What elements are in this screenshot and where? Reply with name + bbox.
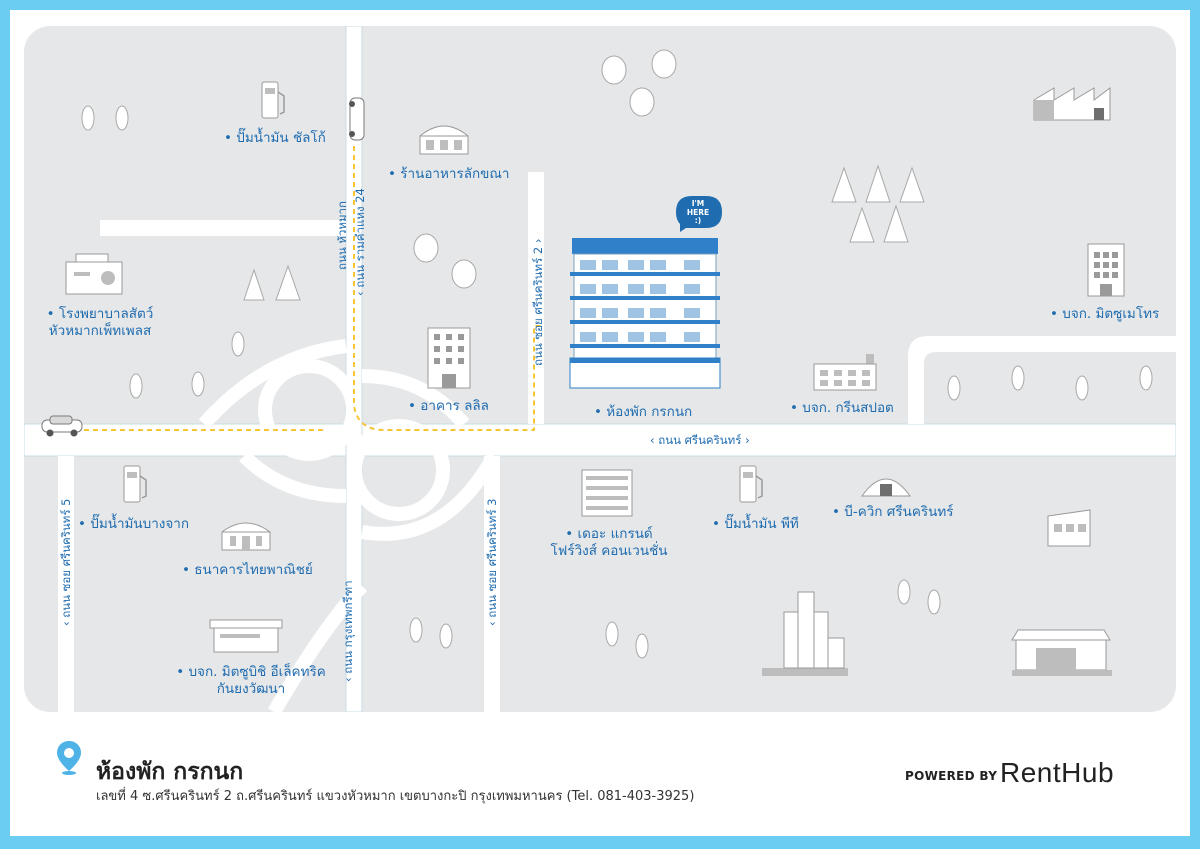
car-icon (349, 97, 365, 141)
road-label-krungthep-kritha: ‹ ถนน กรุงเทพกรีฑา (341, 580, 355, 682)
footer-title: ห้องพัก กรกนก (96, 759, 244, 785)
location-pin-icon (57, 741, 81, 775)
car-icon (41, 415, 83, 437)
ramp-nw (198, 339, 347, 429)
label-dormitory: • ห้องพัก กรกนก (594, 404, 693, 420)
gas-pump-icon (123, 465, 147, 503)
label-bquik: • บี-ควิก ศรีนครินทร์ (832, 504, 954, 520)
label-mitsumotors: • บจก. มิตซูเมโทร (1050, 306, 1160, 322)
gas-pump-icon (261, 81, 285, 119)
road-label-soi2: ถนน ซอย ศรีนครินทร์ 2 › (531, 238, 545, 367)
interchange-loop-se (348, 419, 450, 521)
ramp-ne (361, 369, 470, 429)
factory-icon (813, 354, 877, 391)
restaurant-icon (419, 125, 469, 155)
map-area: • ปั๊มน้ำมัน ชัลโก้ • ร้านอาหารลักขณา • … (24, 26, 1176, 712)
powered-by-label: POWERED BY (905, 769, 998, 783)
gas-pump-icon (739, 465, 763, 503)
ramp-sw (239, 450, 347, 503)
renthub-logo[interactable]: RentHub (1000, 757, 1115, 788)
skyscrapers-icon (762, 591, 848, 676)
tower-building-icon (1087, 243, 1125, 297)
road-label-huamak: ถนน หัวหมาก (335, 201, 349, 270)
ramp-se (360, 452, 501, 541)
ramp-s (267, 581, 368, 712)
road-right-branch (908, 336, 1176, 424)
route-soi2 (353, 146, 542, 431)
pin-label: I'M HERE :) (686, 199, 710, 226)
map-icons (41, 49, 1153, 676)
road-label-soi3: ‹ ถนน ซอย ศรีนครินทร์ 3 (485, 498, 499, 627)
road-label-soi5: ‹ ถนน ซอย ศรีนครินทร์ 5 (59, 498, 73, 627)
vet-hospital-icon (65, 253, 123, 295)
road-soi2 (528, 172, 544, 424)
office-building-icon (427, 327, 471, 389)
road-srinakarin (24, 423, 1176, 457)
interchange-loop-nw (258, 359, 360, 461)
label-grand-condo: • เดอะ แกรนด์ โฟร์วิงส์ คอนเวนชั่น (550, 526, 668, 559)
label-gas-shell: • ปั๊มน้ำมัน ชัลโก้ (224, 130, 326, 146)
shop-icon (1047, 509, 1091, 547)
warehouse-icon (1033, 87, 1111, 121)
label-gas-ptt: • ปั๊มน้ำมัน พีที (712, 516, 799, 532)
label-restaurant: • ร้านอาหารลักขณา (388, 166, 510, 182)
label-mitsubishi-electric: • บจก. มิตซูบิชิ อีเล็คทริค กันยงวัฒนา (176, 664, 326, 697)
road-soi3 (484, 456, 500, 712)
road-left-branch (100, 220, 346, 236)
footer-address: เลขที่ 4 ซ.ศรีนครินทร์ 2 ถ.ศรีนครินทร์ แ… (96, 789, 695, 804)
road-label-ramkhamhaeng24: ‹ ถนน รามคำแหง 24 (353, 188, 367, 296)
mall-icon (1011, 629, 1112, 676)
road-soi5 (58, 456, 74, 712)
bank-icon (221, 522, 271, 551)
dormitory-building-icon (569, 238, 721, 389)
label-vet-hospital: • โรงพยาบาลสัตว์ หัวหมากเพ็ทเพลส (46, 306, 154, 339)
service-center-icon (861, 478, 911, 497)
store-canopy-icon (209, 619, 283, 653)
label-gas-bangchak: • ปั๊มน้ำมันบางจาก (78, 516, 190, 532)
road-network (24, 26, 1176, 712)
im-here-pin-icon (676, 196, 722, 232)
condo-building-icon (581, 469, 633, 517)
road-label-srinakarin: ‹ ถนน ศรีนครินทร์ › (650, 433, 750, 447)
label-lalin-building: • อาคาร ลลิล (408, 398, 489, 414)
tree-icons (81, 49, 1153, 659)
label-scb-bank: • ธนาคารไทยพาณิชย์ (182, 562, 313, 578)
label-greenspot: • บจก. กรีนสปอต (790, 400, 894, 416)
